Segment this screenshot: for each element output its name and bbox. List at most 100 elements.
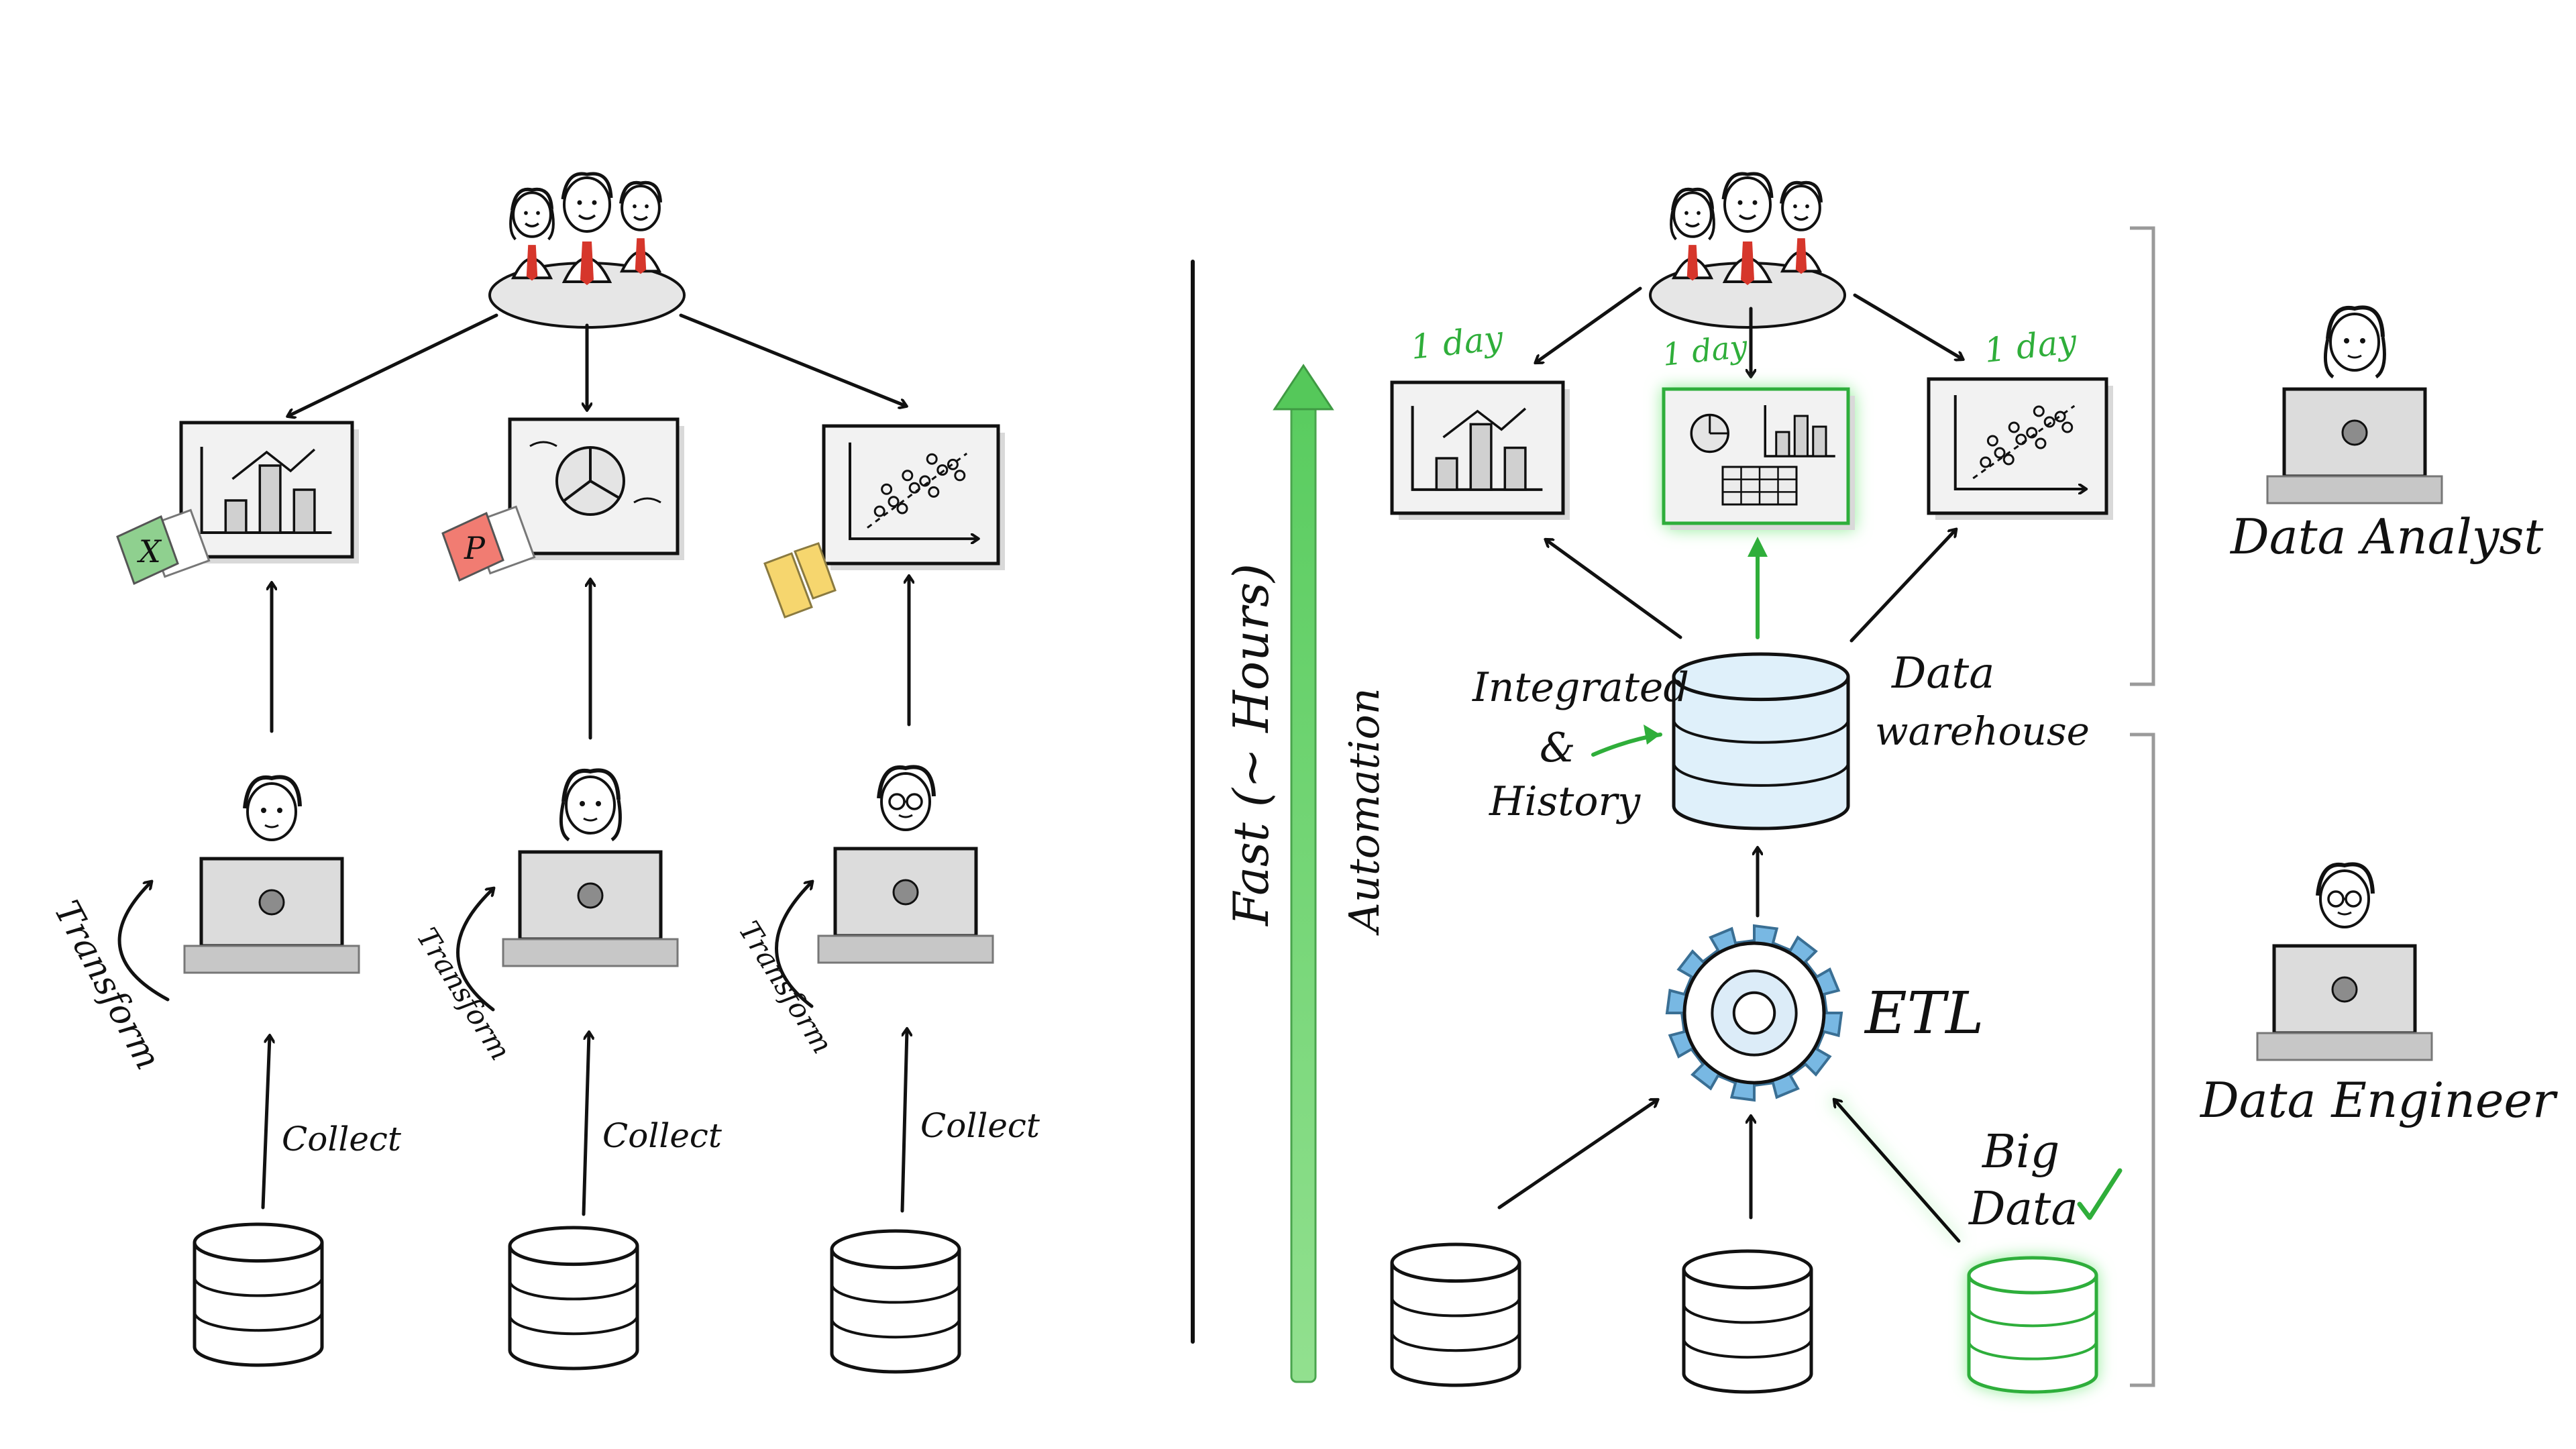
integrated-arrow-head bbox=[1644, 724, 1660, 745]
person-hair bbox=[2326, 305, 2385, 339]
db-top bbox=[508, 1226, 639, 1267]
tie-icon bbox=[1741, 241, 1754, 285]
person-hair bbox=[243, 775, 302, 809]
chart-point bbox=[2026, 427, 2038, 439]
etl-gear-icon bbox=[1665, 924, 1843, 1102]
fast-label: Fast (~ Hours) bbox=[1223, 564, 1279, 927]
laptop-base bbox=[817, 934, 994, 964]
chart-bar bbox=[258, 464, 282, 534]
tie-icon bbox=[635, 238, 647, 274]
collect-label-3: Collect bbox=[920, 1106, 1040, 1145]
chart-point bbox=[2035, 437, 2047, 449]
left-arrow-to-bi bbox=[679, 313, 906, 406]
chart-axes bbox=[1411, 406, 1543, 491]
left-analyst-2 bbox=[502, 768, 679, 967]
db-body bbox=[1967, 1275, 2098, 1394]
big-data-db bbox=[1967, 1256, 2098, 1394]
db-top bbox=[1967, 1256, 2098, 1295]
gear-hub bbox=[1732, 991, 1776, 1035]
chart-point bbox=[1986, 435, 1998, 447]
transform-arrow-3 bbox=[775, 882, 812, 1008]
chart-point bbox=[936, 464, 949, 476]
right-stakeholders bbox=[1649, 172, 1846, 329]
db-top bbox=[830, 1229, 961, 1270]
automation-label: Automation bbox=[1340, 688, 1389, 936]
tie-icon bbox=[580, 241, 594, 285]
db-ring bbox=[1391, 1332, 1521, 1352]
laptop-screen bbox=[2272, 944, 2417, 1035]
db-ring bbox=[1682, 1303, 1813, 1324]
db-body bbox=[1682, 1269, 1813, 1394]
person-hair bbox=[1671, 187, 1715, 211]
right-panel-bar bbox=[1390, 380, 1570, 520]
db-ring bbox=[1672, 762, 1849, 787]
chart-point bbox=[1980, 456, 1992, 468]
right-source-db-2 bbox=[1682, 1249, 1813, 1394]
db-ring bbox=[1682, 1338, 1813, 1359]
dw-arrow-to-panel1 bbox=[1546, 540, 1682, 639]
chart-point bbox=[873, 505, 885, 517]
integrated-label-line1: Integrated bbox=[1472, 664, 1689, 711]
person-hair bbox=[877, 765, 936, 799]
powerpoint-icon: P bbox=[441, 505, 536, 582]
excel-icon-letter: X bbox=[137, 533, 162, 570]
chart-point bbox=[926, 453, 938, 465]
transform-label-2: Transform bbox=[411, 922, 517, 1066]
data-analyst-label: Data Analyst bbox=[2229, 508, 2544, 565]
person-hair bbox=[561, 172, 613, 200]
chart-bar bbox=[1503, 446, 1527, 491]
db-ring bbox=[830, 1318, 961, 1339]
right-arrow-to-panel1 bbox=[1536, 286, 1642, 362]
db-top bbox=[193, 1222, 324, 1263]
db-body bbox=[1672, 676, 1850, 830]
left-source-db-3 bbox=[830, 1229, 961, 1374]
chart-point bbox=[888, 496, 900, 508]
db-ring bbox=[1968, 1341, 2098, 1360]
collect-label-1: Collect bbox=[282, 1120, 402, 1159]
db-ring bbox=[193, 1277, 323, 1297]
chart-point bbox=[902, 470, 914, 482]
data-engineer-figure bbox=[2256, 862, 2433, 1061]
chart-pie-slices bbox=[562, 447, 620, 502]
laptop-base bbox=[183, 945, 360, 974]
powerpoint-icon-shape bbox=[441, 511, 504, 582]
chart-point bbox=[2015, 433, 2027, 445]
person-head bbox=[512, 191, 552, 238]
chart-point bbox=[2043, 416, 2055, 428]
left-analyst-3 bbox=[817, 765, 994, 964]
right-source-db-1 bbox=[1390, 1242, 1521, 1387]
person-head bbox=[246, 782, 297, 841]
left-analyst-1 bbox=[183, 775, 360, 974]
db-body bbox=[193, 1242, 324, 1367]
db-ring bbox=[1391, 1297, 1521, 1318]
dw-arrow-to-dashboard-head bbox=[1748, 537, 1768, 557]
person-hair bbox=[511, 187, 554, 211]
person-head bbox=[563, 176, 611, 233]
chart-bar bbox=[292, 488, 316, 534]
db-ring bbox=[508, 1315, 639, 1336]
data-warehouse-db bbox=[1672, 652, 1850, 830]
chart-point bbox=[1994, 447, 2006, 459]
left-panel-ppt bbox=[508, 417, 684, 560]
chart-bar bbox=[224, 499, 248, 534]
dashboard-bar bbox=[1775, 431, 1790, 458]
tie-icon bbox=[526, 245, 538, 281]
person-head bbox=[565, 775, 616, 835]
left-panel-bi bbox=[822, 424, 1005, 570]
db-ring bbox=[830, 1283, 961, 1304]
big-data-checkmark-icon bbox=[2077, 1168, 2123, 1220]
chart-axes bbox=[1953, 395, 2085, 489]
analyst-bracket bbox=[2130, 226, 2155, 686]
dw-arrow-to-panel3 bbox=[1849, 530, 1955, 643]
data-analyst-figure bbox=[2266, 305, 2443, 504]
chart-point bbox=[2054, 411, 2066, 423]
fast-arrow-shaft bbox=[1290, 394, 1317, 1383]
dashboard-bar bbox=[1793, 415, 1809, 458]
data-warehouse-label-line2: warehouse bbox=[1875, 708, 2090, 754]
one-day-label-1: 1 day bbox=[1409, 319, 1505, 367]
big-data-label-line1: Big bbox=[1981, 1126, 2059, 1179]
chart-point bbox=[2008, 421, 2020, 433]
person-hair bbox=[2316, 862, 2375, 896]
excel-icon: X bbox=[116, 508, 211, 586]
